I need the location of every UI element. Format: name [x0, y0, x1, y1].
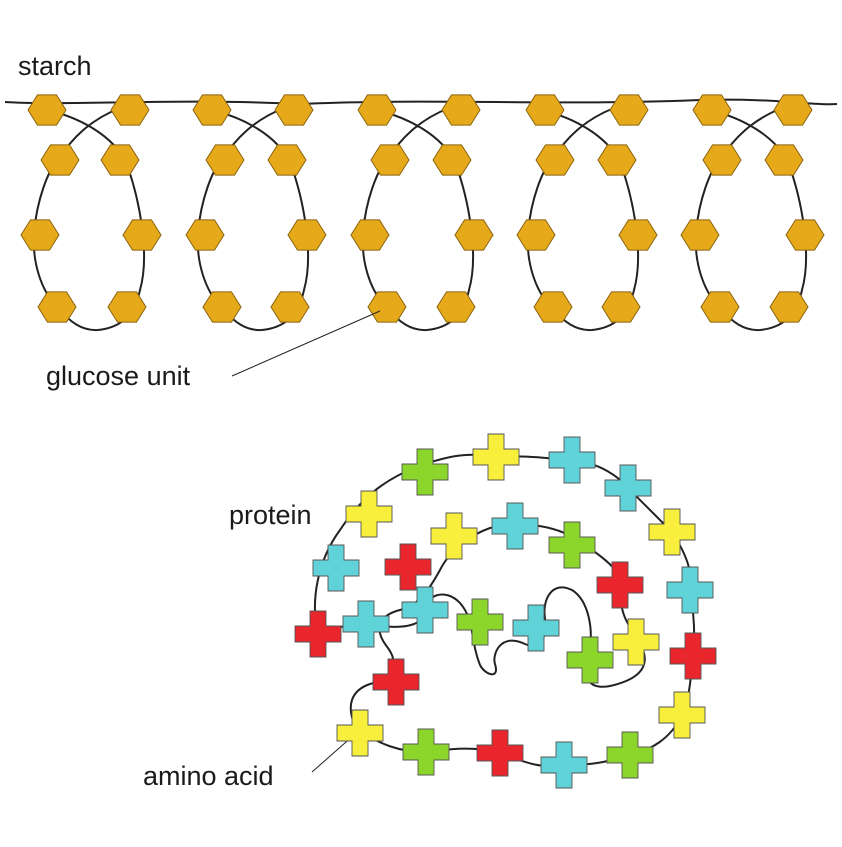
amino-acid-cross — [669, 632, 717, 680]
starch-helix-backbone — [4, 98, 838, 332]
amino-acid-cross — [456, 598, 504, 646]
glucose-unit-hexagon — [436, 291, 476, 323]
glucose-unit-hexagon — [609, 94, 649, 126]
amino-acid-cross — [372, 658, 420, 706]
starch-label: starch — [18, 51, 92, 81]
glucose-unit-hexagon — [350, 219, 390, 251]
glucose-unit-hexagon — [267, 144, 307, 176]
amino-acid-cross — [491, 502, 539, 550]
glucose-unit-hexagon — [700, 291, 740, 323]
glucose-unit-hexagon — [764, 144, 804, 176]
glucose-unit-hexagon — [601, 291, 641, 323]
glucose-unit-hexagon — [100, 144, 140, 176]
amino-acid-cross — [606, 731, 654, 779]
amino-acid-cross — [540, 741, 588, 789]
glucose-unit-hexagon — [192, 94, 232, 126]
amino-acid-cross — [612, 618, 660, 666]
glucose-unit-hexagon — [702, 144, 742, 176]
amino-acid-cross — [666, 566, 714, 614]
amino-acid-cross — [401, 586, 449, 634]
amino-acid-cross — [476, 729, 524, 777]
glucose-unit-hexagon — [618, 219, 658, 251]
glucose-unit-hexagon — [692, 94, 732, 126]
amino-acid-cross — [294, 610, 342, 658]
glucose-unit-hexagon — [185, 219, 225, 251]
glucose-unit-hexagon — [270, 291, 310, 323]
amino-acid-cross — [548, 521, 596, 569]
starch-molecule — [4, 98, 838, 332]
glucose-unit-hexagon — [525, 94, 565, 126]
amino-acid-cross — [401, 448, 449, 496]
glucose-unit-hexagon — [516, 219, 556, 251]
amino-acids — [294, 433, 717, 789]
amino-acid-cross — [342, 600, 390, 648]
amino-acid-cross — [336, 709, 384, 757]
amino-acid-label: amino acid — [143, 761, 274, 791]
glucose-unit-label: glucose unit — [46, 361, 191, 391]
glucose-unit-hexagon — [107, 291, 147, 323]
glucose-unit-hexagon — [680, 219, 720, 251]
amino-acid-cross — [430, 512, 478, 560]
glucose-unit-hexagon — [535, 144, 575, 176]
glucose-unit-hexagon — [122, 219, 162, 251]
glucose-unit-hexagon — [287, 219, 327, 251]
glucose-units — [20, 94, 825, 323]
glucose-unit-hexagon — [441, 94, 481, 126]
amino-acid-cross — [566, 636, 614, 684]
amino-acid-cross — [345, 490, 393, 538]
glucose-unit-hexagon — [37, 291, 77, 323]
amino-acid-cross — [648, 508, 696, 556]
amino-acid-cross — [548, 436, 596, 484]
amino-acid-cross — [658, 691, 706, 739]
glucose-unit-hexagon — [202, 291, 242, 323]
amino-acid-cross — [472, 433, 520, 481]
glucose-leader-line — [231, 310, 381, 377]
glucose-unit-hexagon — [773, 94, 813, 126]
glucose-unit-hexagon — [785, 219, 825, 251]
glucose-unit-hexagon — [533, 291, 573, 323]
glucose-unit-hexagon — [27, 94, 67, 126]
glucose-unit-hexagon — [769, 291, 809, 323]
glucose-unit-hexagon — [357, 94, 397, 126]
glucose-unit-hexagon — [40, 144, 80, 176]
glucose-unit-hexagon — [274, 94, 314, 126]
glucose-unit-hexagon — [110, 94, 150, 126]
glucose-unit-hexagon — [454, 219, 494, 251]
amino-acid-cross — [312, 544, 360, 592]
glucose-unit-hexagon — [367, 291, 407, 323]
amino-acid-cross — [512, 604, 560, 652]
glucose-unit-hexagon — [20, 219, 60, 251]
amino-acid-cross — [384, 543, 432, 591]
protein-label: protein — [229, 500, 312, 530]
glucose-unit-hexagon — [597, 144, 637, 176]
glucose-unit-hexagon — [432, 144, 472, 176]
amino-acid-cross — [402, 728, 450, 776]
glucose-unit-hexagon — [370, 144, 410, 176]
glucose-unit-hexagon — [205, 144, 245, 176]
amino-acid-cross — [604, 464, 652, 512]
amino-acid-cross — [596, 561, 644, 609]
